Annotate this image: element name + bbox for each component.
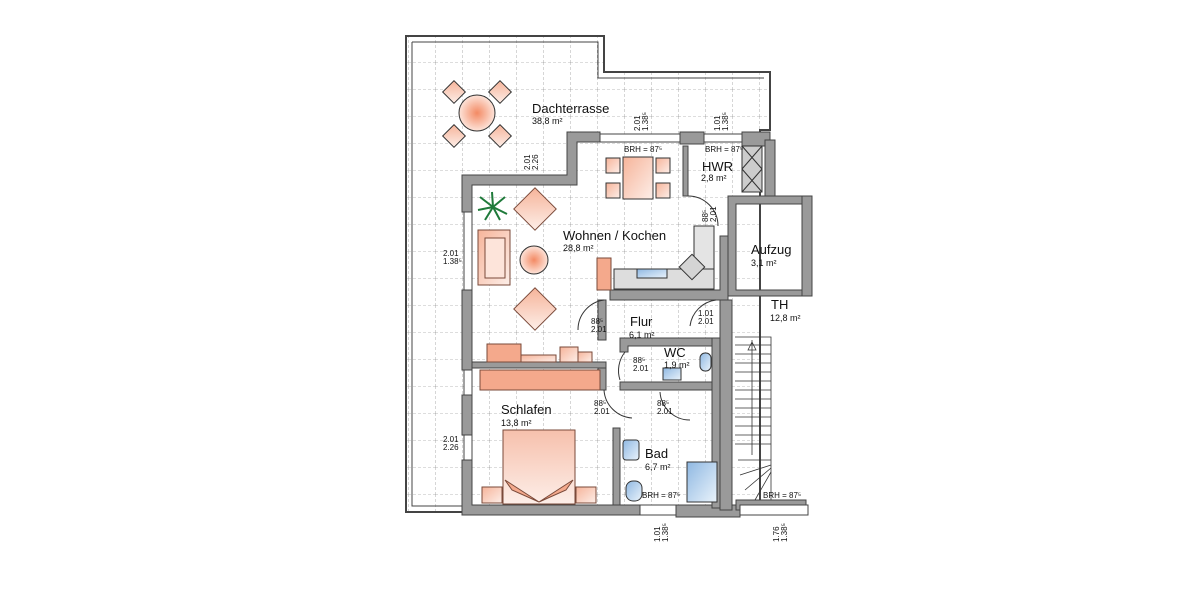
dim-hwr-window: 1.01 1.38⁵ — [713, 112, 731, 131]
dim-width: 2.01 — [443, 249, 459, 258]
room-wc-name: WC — [664, 345, 686, 360]
room-schlafen-name: Schlafen — [501, 402, 552, 417]
dim-height: 1.38⁵ — [780, 523, 790, 542]
dim-height: 1.38⁵ — [641, 112, 651, 131]
room-dachterrasse-name: Dachterrasse — [532, 101, 610, 116]
room-hwr-area: 2,8 m² — [701, 173, 727, 183]
dim-width: 88⁵ — [657, 399, 670, 408]
dim-width: 88⁵ — [594, 399, 607, 408]
kitchen-counter — [613, 225, 715, 290]
wardrobes — [479, 343, 601, 391]
dim-terrace-door: 2.01 2.26 — [523, 154, 541, 170]
dim-height: 2.01 — [594, 407, 610, 417]
dim-height: 2.01 — [591, 325, 607, 335]
room-flur-area: 6,1 m² — [629, 330, 655, 340]
dim-height: 2.26 — [531, 154, 541, 170]
dim-bad-window: 1.01 1.38⁵ — [653, 523, 671, 542]
dim-dining-window: 2.01 1.38⁵ — [633, 112, 651, 131]
dim-bedroom-door: 88⁵ 2.01 — [594, 399, 610, 417]
brh-label-stair: BRH = 87⁵ — [763, 491, 802, 500]
dim-bad-door: 88⁵ 2.01 — [657, 399, 673, 417]
room-hwr-name: HWR — [702, 159, 734, 174]
dim-stair-window: 1.76 1.38⁵ — [772, 523, 790, 542]
room-bad-name: Bad — [645, 446, 669, 461]
dim-height: 2.01 — [657, 407, 673, 417]
dim-living-window: 2.01 1.38⁵ — [443, 249, 462, 267]
doors — [577, 195, 719, 421]
room-wohnen-kochen-name: Wohnen / Kochen — [563, 228, 667, 243]
dim-hwr-door: 88⁵ 2.01 — [701, 206, 719, 222]
room-aufzug-area: 3,1 m² — [751, 258, 777, 268]
living-furniture — [477, 187, 612, 331]
terrace-table-set — [441, 79, 513, 149]
dim-height: 1.38⁵ — [661, 523, 671, 542]
room-wc-area: 1,9 m² — [664, 360, 690, 370]
staircase — [735, 336, 772, 501]
brh-label-bad: BRH = 87⁵ — [642, 491, 681, 500]
brh-label-hwr: BRH = 87⁵ — [705, 145, 744, 154]
dim-width: 88⁵ — [633, 356, 646, 365]
dim-th-door: 1.01 2.01 — [698, 309, 714, 327]
dim-height: 2.01 — [709, 206, 719, 222]
wc-fixtures — [662, 352, 712, 381]
bed — [481, 429, 597, 505]
room-aufzug-name: Aufzug — [751, 242, 792, 257]
dim-wc-door: 88⁵ 2.01 — [633, 356, 649, 374]
room-dachterrasse-area: 38,8 m² — [532, 116, 563, 126]
room-th-name: TH — [771, 297, 789, 312]
room-wohnen-kochen-area: 28,8 m² — [563, 243, 594, 253]
dim-height: 2.26 — [443, 443, 459, 453]
dim-width: 88⁵ — [591, 317, 604, 326]
room-flur-name: Flur — [630, 314, 653, 329]
hwr-shelf — [741, 145, 763, 193]
room-bad-area: 6,7 m² — [645, 462, 671, 472]
dining-table — [605, 156, 671, 200]
dim-width: 1.01 — [698, 309, 714, 318]
dim-height: 1.38⁵ — [721, 112, 731, 131]
dim-height: 2.01 — [633, 364, 649, 374]
room-th-area: 12,8 m² — [770, 313, 801, 323]
dim-width: 2.01 — [443, 435, 459, 444]
bath-fixtures — [622, 439, 718, 503]
dim-living-door: 88⁵ 2.01 — [591, 317, 607, 335]
room-schlafen-area: 13,8 m² — [501, 418, 532, 428]
plant-icon — [477, 191, 508, 221]
brh-label-dining: BRH = 87⁵ — [624, 145, 663, 154]
dim-bedroom-window: 2.01 2.26 — [443, 435, 459, 453]
dim-height: 2.01 — [698, 317, 714, 327]
windows — [463, 133, 809, 516]
dim-height: 1.38⁵ — [443, 257, 462, 267]
